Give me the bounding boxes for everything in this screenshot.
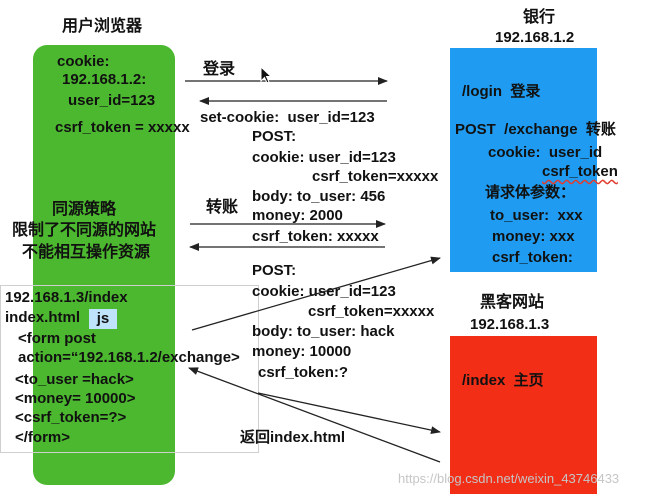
user-browser-box	[33, 45, 175, 485]
same-origin-policy-line2: 不能相互操作资源	[22, 244, 151, 261]
bank-server-box	[450, 48, 597, 272]
watermark: https://blog.csdn.net/weixin_43746433	[398, 471, 620, 486]
bank-ip: 192.168.1.2	[495, 29, 575, 46]
browser-title: 用户浏览器	[62, 18, 143, 35]
hacker-response-label: 返回index.html	[240, 429, 346, 446]
bank-body-param: csrf_token:	[492, 249, 573, 266]
same-origin-policy-line1: 限制了不同源的网站	[12, 222, 157, 239]
mouse-cursor-icon	[260, 66, 272, 84]
browser-cookie-label: cookie:	[57, 53, 110, 70]
bank-body-param: to_user: xxx	[490, 207, 583, 224]
hacker-title: 黑客网站	[480, 294, 545, 311]
hacker-site-box	[450, 336, 597, 494]
login-response-label: set-cookie: user_id=123	[200, 109, 375, 126]
bank-csrf-requirement: csrf_token	[542, 163, 618, 180]
same-origin-policy-title: 同源策略	[52, 201, 117, 218]
hacker-page-url: 192.168.1.3/index	[5, 289, 128, 306]
form-line: <csrf_token=?>	[15, 409, 127, 426]
hacker-ip: 192.168.1.3	[470, 316, 550, 333]
form-line: action=“192.168.1.2/exchange>	[18, 349, 240, 366]
browser-cookie-csrf-token: csrf_token = xxxxx	[55, 119, 190, 136]
login-label: 登录	[203, 61, 236, 78]
bank-login-endpoint: /login 登录	[462, 83, 541, 100]
forged-request-line: cookie: user_id=123	[252, 283, 396, 300]
transfer-request-line: cookie: user_id=123	[252, 149, 396, 166]
hacker-index-endpoint: /index 主页	[462, 372, 544, 389]
hacker-page-request-arrow	[257, 392, 441, 435]
transfer-request-line: csrf_token: xxxxx	[252, 228, 379, 245]
transfer-request-line: csrf_token=xxxxx	[312, 168, 439, 185]
bank-exchange-endpoint: POST /exchange 转账	[455, 121, 616, 138]
transfer-request-line: body: to_user: 456	[252, 188, 386, 205]
transfer-request-line: POST:	[252, 128, 297, 145]
form-line: <to_user =hack>	[15, 371, 134, 388]
browser-cookie-user-id: user_id=123	[68, 92, 156, 109]
bank-cookie-requirement: cookie: user_id	[488, 144, 603, 161]
forged-request-line: POST:	[252, 262, 297, 279]
transfer-request-line: money: 2000	[252, 207, 343, 224]
forged-request-line: csrf_token=xxxxx	[308, 303, 435, 320]
transfer-label: 转账	[206, 199, 239, 216]
bank-body-params-title: 请求体参数：	[485, 184, 576, 201]
forged-request-line: body: to_user: hack	[252, 323, 395, 340]
js-badge: js	[89, 309, 117, 329]
forged-request-line: csrf_token:?	[258, 364, 349, 381]
bank-title: 银行	[523, 9, 556, 26]
form-line: <form post	[18, 330, 96, 347]
forged-request-line: money: 10000	[252, 343, 352, 360]
form-line: </form>	[15, 429, 71, 446]
hacker-page-file: index.html	[5, 309, 81, 326]
form-line: <money= 10000>	[15, 390, 136, 407]
bank-body-param: money: xxx	[492, 228, 575, 245]
browser-cookie-host: 192.168.1.2:	[62, 71, 147, 88]
